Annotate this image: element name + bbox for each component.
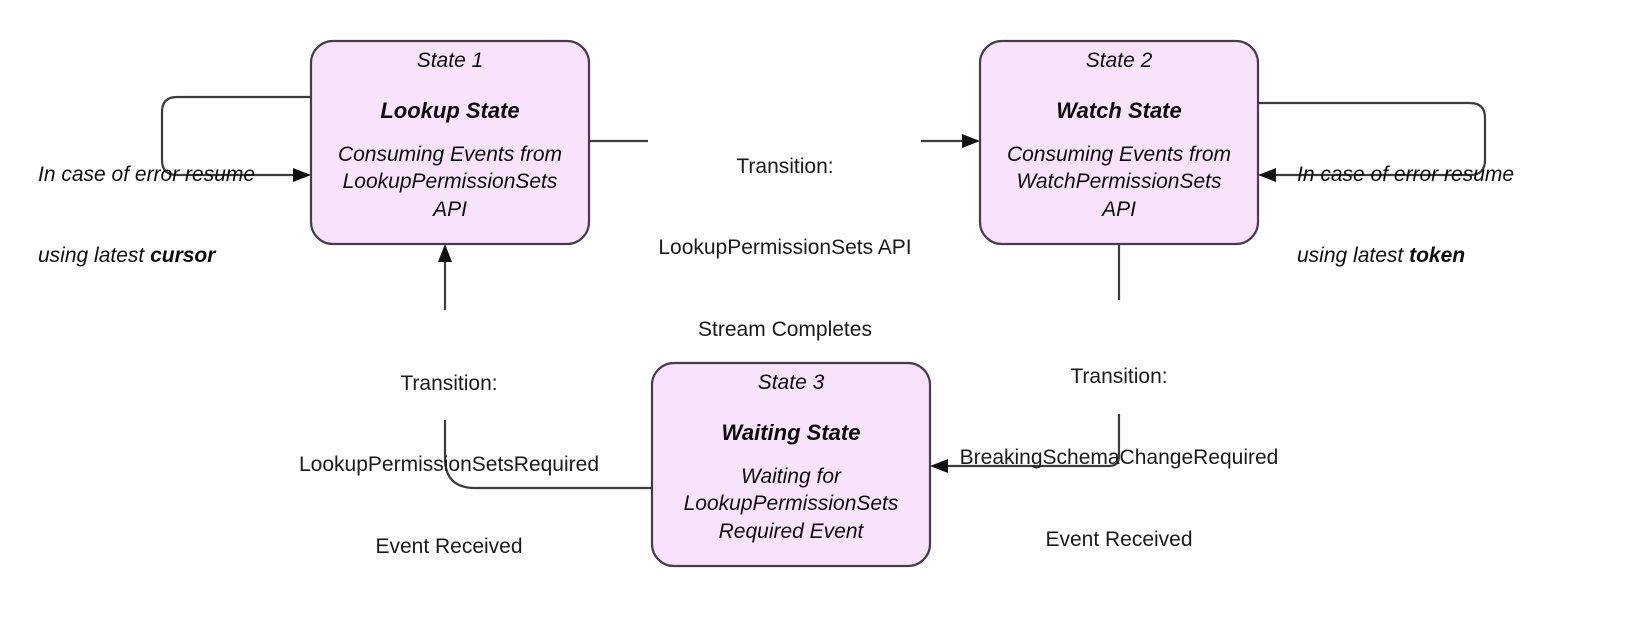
state-box-state-3[interactable] (650, 361, 932, 568)
edge-self-loop-state-1 (160, 95, 311, 182)
state-1-description: Consuming Events from LookupPermissionSe… (337, 143, 563, 221)
note-token-prefix: using latest (1297, 244, 1410, 268)
transition-label-waiting-to-lookup: Transition: LookupPermissionSetsRequired… (249, 315, 649, 615)
note-token-emphasis: token (1409, 244, 1466, 268)
arrowhead-self-loop-state-1 (293, 168, 311, 182)
arrowhead-to-state-2 (962, 134, 980, 148)
transition-label-line: Event Received (375, 535, 523, 559)
note-cursor-prefix: using latest (38, 244, 151, 268)
state-2-description: Consuming Events from WatchPermissionSet… (1006, 143, 1232, 221)
note-cursor: In case of error resume using latest cur… (38, 106, 288, 324)
transition-label-line: Transition: (1070, 364, 1168, 388)
edge-lookup-to-watch (589, 134, 980, 148)
transition-label-watch-to-waiting: Transition: BreakingSchemaChangeRequired… (919, 308, 1319, 608)
arrowhead-self-loop-state-2 (1258, 168, 1276, 182)
state-box-state-1[interactable] (309, 39, 591, 246)
transition-label-line: LookupPermissionSetsRequired (299, 453, 599, 477)
note-cursor-line-1: In case of error resume (38, 162, 256, 186)
state-1-caption: State 1 (416, 49, 484, 72)
transition-label-line: Event Received (1045, 528, 1193, 552)
transition-label-line: LookupPermissionSets API (658, 236, 912, 260)
state-3-caption: State 3 (757, 371, 825, 394)
note-cursor-emphasis: cursor (150, 244, 216, 268)
transition-label-line: Transition: (736, 154, 834, 178)
state-2-caption: State 2 (1085, 49, 1153, 72)
state-3-title: Waiting State (721, 420, 861, 445)
state-1-title: Lookup State (380, 98, 520, 123)
transition-label-line: Transition: (400, 371, 498, 395)
edge-waiting-to-lookup (438, 244, 652, 490)
note-token: In case of error resume using latest tok… (1297, 106, 1557, 324)
state-2-title: Watch State (1056, 98, 1182, 123)
transition-label-line: BreakingSchemaChangeRequired (959, 446, 1279, 470)
note-token-line-2: using latest token (1297, 242, 1557, 269)
edge-watch-to-waiting (930, 244, 1121, 473)
transition-label-line: Stream Completes (698, 318, 872, 342)
arrowhead-to-state-1 (438, 244, 452, 262)
state-3-description: Waiting for LookupPermissionSets Require… (683, 465, 899, 543)
transition-label-lookup-to-watch: Transition: LookupPermissionSets API Str… (620, 98, 950, 398)
note-cursor-line-2: using latest cursor (38, 242, 288, 269)
edge-self-loop-state-2 (1258, 101, 1487, 182)
arrowhead-to-state-3 (930, 459, 948, 473)
note-token-line-1: In case of error resume (1297, 162, 1515, 186)
